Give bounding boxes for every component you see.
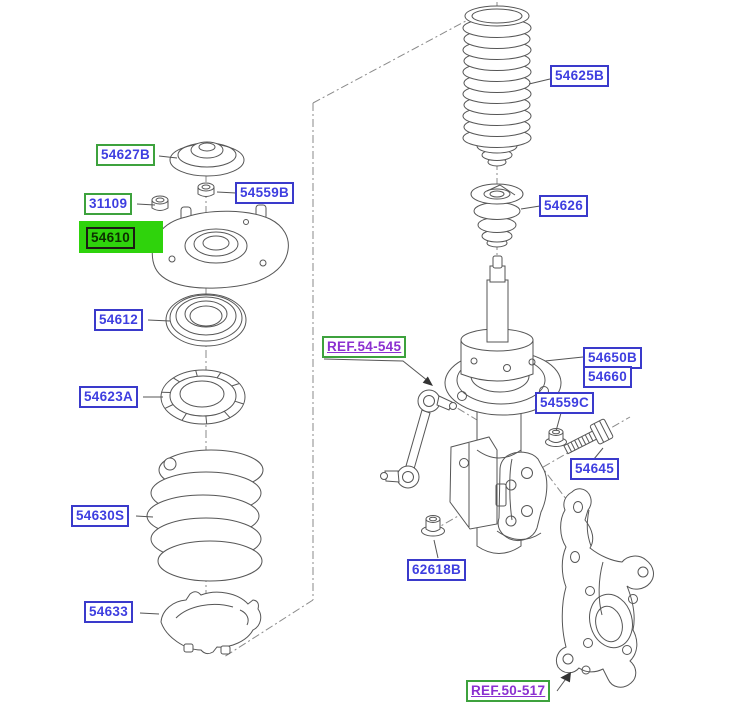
callout-54633[interactable]: 54633: [84, 601, 134, 623]
callout-54630s[interactable]: 54630S: [71, 505, 130, 527]
callout-54660[interactable]: 54660: [583, 366, 633, 388]
part-flange-nut-54559c: [545, 428, 567, 447]
part-lower-spring-pad-54633: [160, 591, 262, 655]
part-spring-pad-54623a: [160, 369, 246, 425]
part-strut-insulator-54610: [151, 204, 289, 289]
part-steering-knuckle: [555, 488, 654, 688]
part-lock-nut-54559b: [197, 182, 215, 197]
callout-54612[interactable]: 54612: [94, 309, 144, 331]
callout-ref-50-517[interactable]: REF.50-517: [466, 680, 551, 702]
part-flange-nut-31109: [151, 195, 169, 211]
part-dust-cover-54625b: [462, 5, 532, 167]
callout-ref-54-545[interactable]: REF.54-545: [322, 336, 407, 358]
callout-54559b[interactable]: 54559B: [235, 182, 295, 204]
callout-31109[interactable]: 31109: [84, 193, 133, 215]
callout-54627b[interactable]: 54627B: [96, 144, 156, 166]
part-coil-spring-54630s: [146, 449, 264, 582]
part-bump-stopper-54626: [470, 183, 524, 248]
callout-54645[interactable]: 54645: [570, 458, 620, 480]
part-flange-nut-62618b: [421, 515, 445, 537]
part-strut-cap: [169, 141, 245, 177]
part-bolt-54645: [563, 418, 614, 455]
callout-62618b[interactable]: 62618B: [407, 559, 467, 581]
callout-54610[interactable]: 54610: [86, 227, 136, 249]
leader-arrowheads: [422, 376, 571, 683]
callout-54559c[interactable]: 54559C: [535, 392, 595, 414]
callout-54650b[interactable]: 54650B: [583, 347, 643, 369]
part-strut-bearing-54612: [165, 293, 247, 347]
part-strut-assembly-54650b-54660: [444, 255, 562, 554]
callout-54626[interactable]: 54626: [539, 195, 589, 217]
part-stabilizer-link: [380, 389, 457, 489]
callout-54623a[interactable]: 54623A: [79, 386, 139, 408]
callout-54625b[interactable]: 54625B: [550, 65, 610, 87]
